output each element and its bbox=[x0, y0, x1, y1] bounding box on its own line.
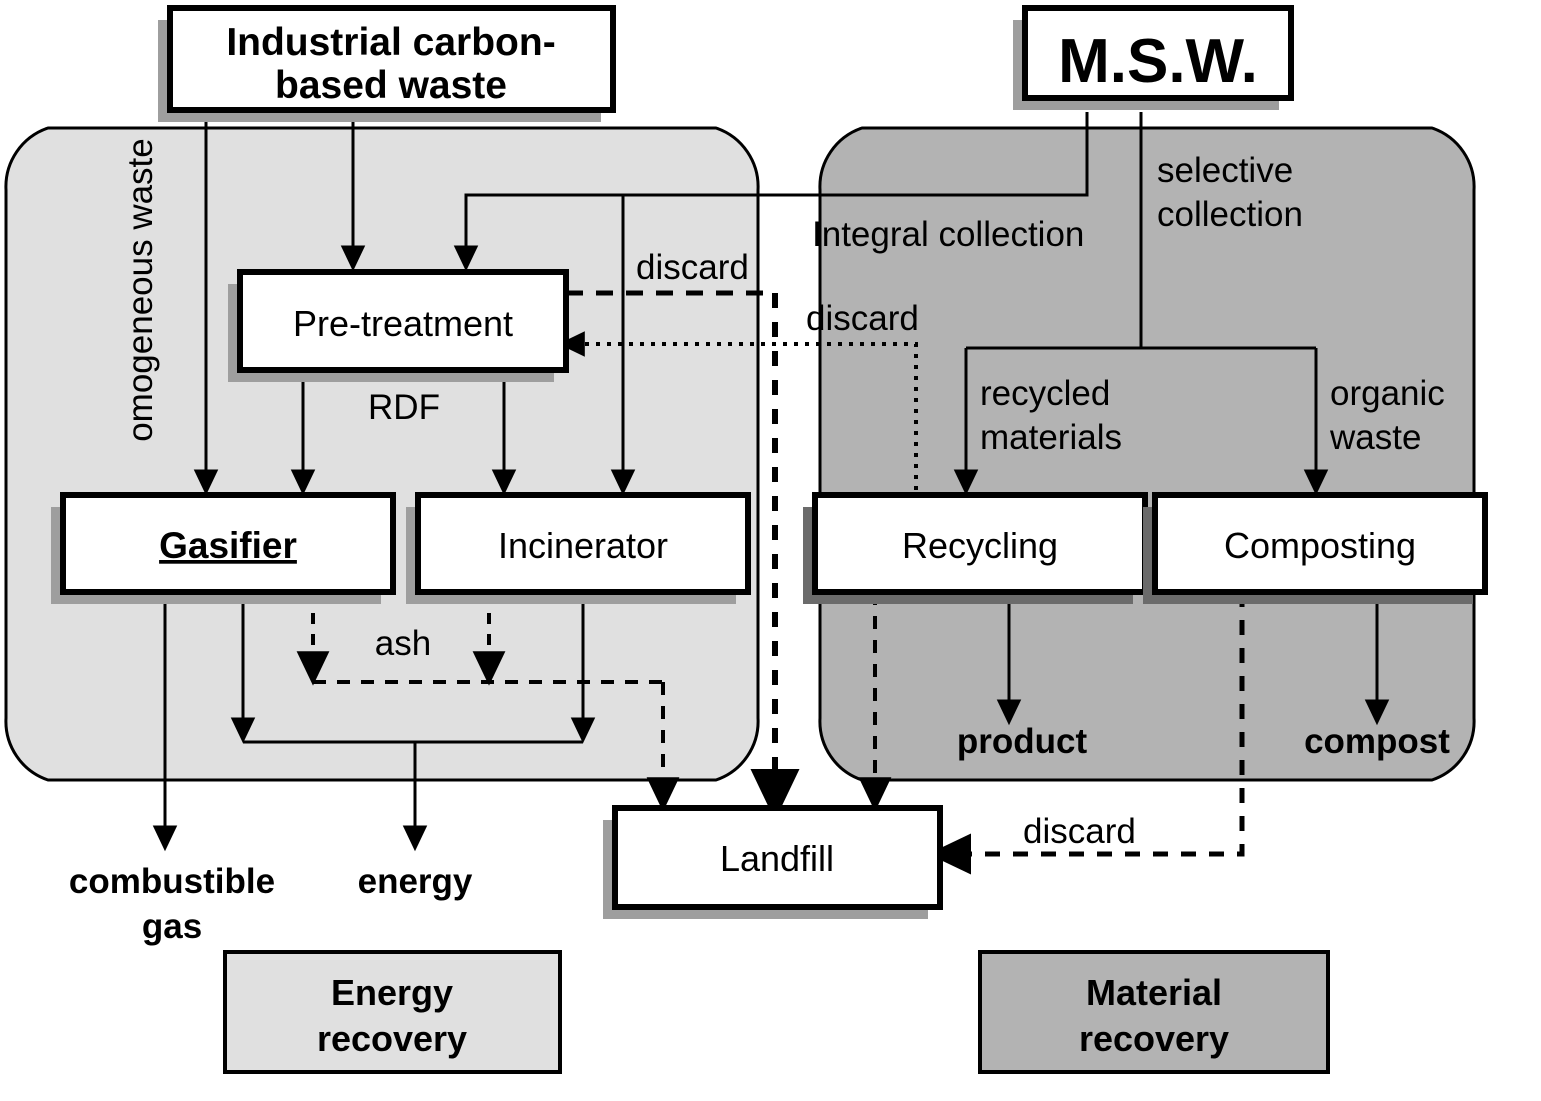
gasifier-label: Gasifier bbox=[159, 525, 297, 566]
label-selective-collection-line1: selective bbox=[1157, 151, 1293, 190]
node-pre-treatment: Pre-treatment bbox=[228, 269, 569, 382]
energy-collector-bus bbox=[243, 740, 583, 852]
node-gasifier: Gasifier bbox=[51, 492, 396, 604]
legend-energy-recovery: Energy recovery bbox=[223, 950, 562, 1074]
composting-label: Composting bbox=[1224, 525, 1416, 566]
output-energy: energy bbox=[358, 862, 473, 901]
legend-energy-recovery-line1: Energy bbox=[331, 972, 453, 1013]
output-combustible-gas-line1: combustible bbox=[69, 862, 275, 901]
incinerator-label: Incinerator bbox=[498, 525, 668, 566]
label-ash: ash bbox=[375, 624, 431, 663]
label-rdf: RDF bbox=[368, 388, 440, 427]
label-recycled-materials-line1: recycled bbox=[980, 374, 1110, 413]
output-compost: compost bbox=[1304, 722, 1450, 761]
node-industrial-carbon-based-waste: Industrial carbon- based waste bbox=[158, 5, 616, 122]
flow-pretreatment-discard-to-landfill bbox=[566, 290, 800, 821]
node-incinerator: Incinerator bbox=[406, 492, 751, 604]
label-discard-composting: discard bbox=[1023, 812, 1136, 851]
flow-msw-selective-split bbox=[953, 112, 1329, 496]
legend-energy-recovery-line2: recovery bbox=[317, 1018, 467, 1059]
flow-msw-integral-to-pretreatment bbox=[453, 112, 1089, 272]
label-discard-integral: discard bbox=[806, 299, 919, 338]
industrial-waste-label-line2: based waste bbox=[275, 64, 507, 107]
node-composting: Composting bbox=[1143, 492, 1488, 604]
flow-composting-discard-to-landfill bbox=[927, 592, 1245, 875]
output-combustible-gas-line2: gas bbox=[142, 907, 202, 946]
pre-treatment-label: Pre-treatment bbox=[293, 303, 513, 344]
label-organic-waste-line1: organic bbox=[1330, 374, 1445, 413]
node-recycling: Recycling bbox=[803, 492, 1148, 604]
energy-recovery-panel bbox=[4, 126, 760, 782]
legend-material-recovery: Material recovery bbox=[978, 950, 1330, 1074]
msw-label: M.S.W. bbox=[1058, 27, 1258, 96]
output-product: product bbox=[957, 722, 1088, 761]
label-homogeneous-waste: omogeneous waste bbox=[121, 138, 160, 442]
legend-material-recovery-line2: recovery bbox=[1079, 1018, 1229, 1059]
node-msw: M.S.W. bbox=[1013, 5, 1294, 110]
flow-recycling-discard-to-pretreatment bbox=[558, 331, 918, 490]
node-landfill: Landfill bbox=[603, 805, 943, 919]
label-organic-waste-line2: waste bbox=[1329, 418, 1421, 457]
legend-material-recovery-line1: Material bbox=[1086, 972, 1222, 1013]
label-recycled-materials-line2: materials bbox=[980, 418, 1122, 457]
recycling-label: Recycling bbox=[902, 525, 1058, 566]
industrial-waste-label-line1: Industrial carbon- bbox=[226, 21, 555, 64]
label-integral-collection: Integral collection bbox=[812, 215, 1084, 254]
landfill-label: Landfill bbox=[720, 838, 834, 879]
label-selective-collection-line2: collection bbox=[1157, 195, 1303, 234]
material-recovery-panel bbox=[818, 126, 1476, 782]
label-discard-pretreatment: discard bbox=[636, 248, 749, 287]
ash-bus-to-landfill bbox=[313, 680, 680, 812]
